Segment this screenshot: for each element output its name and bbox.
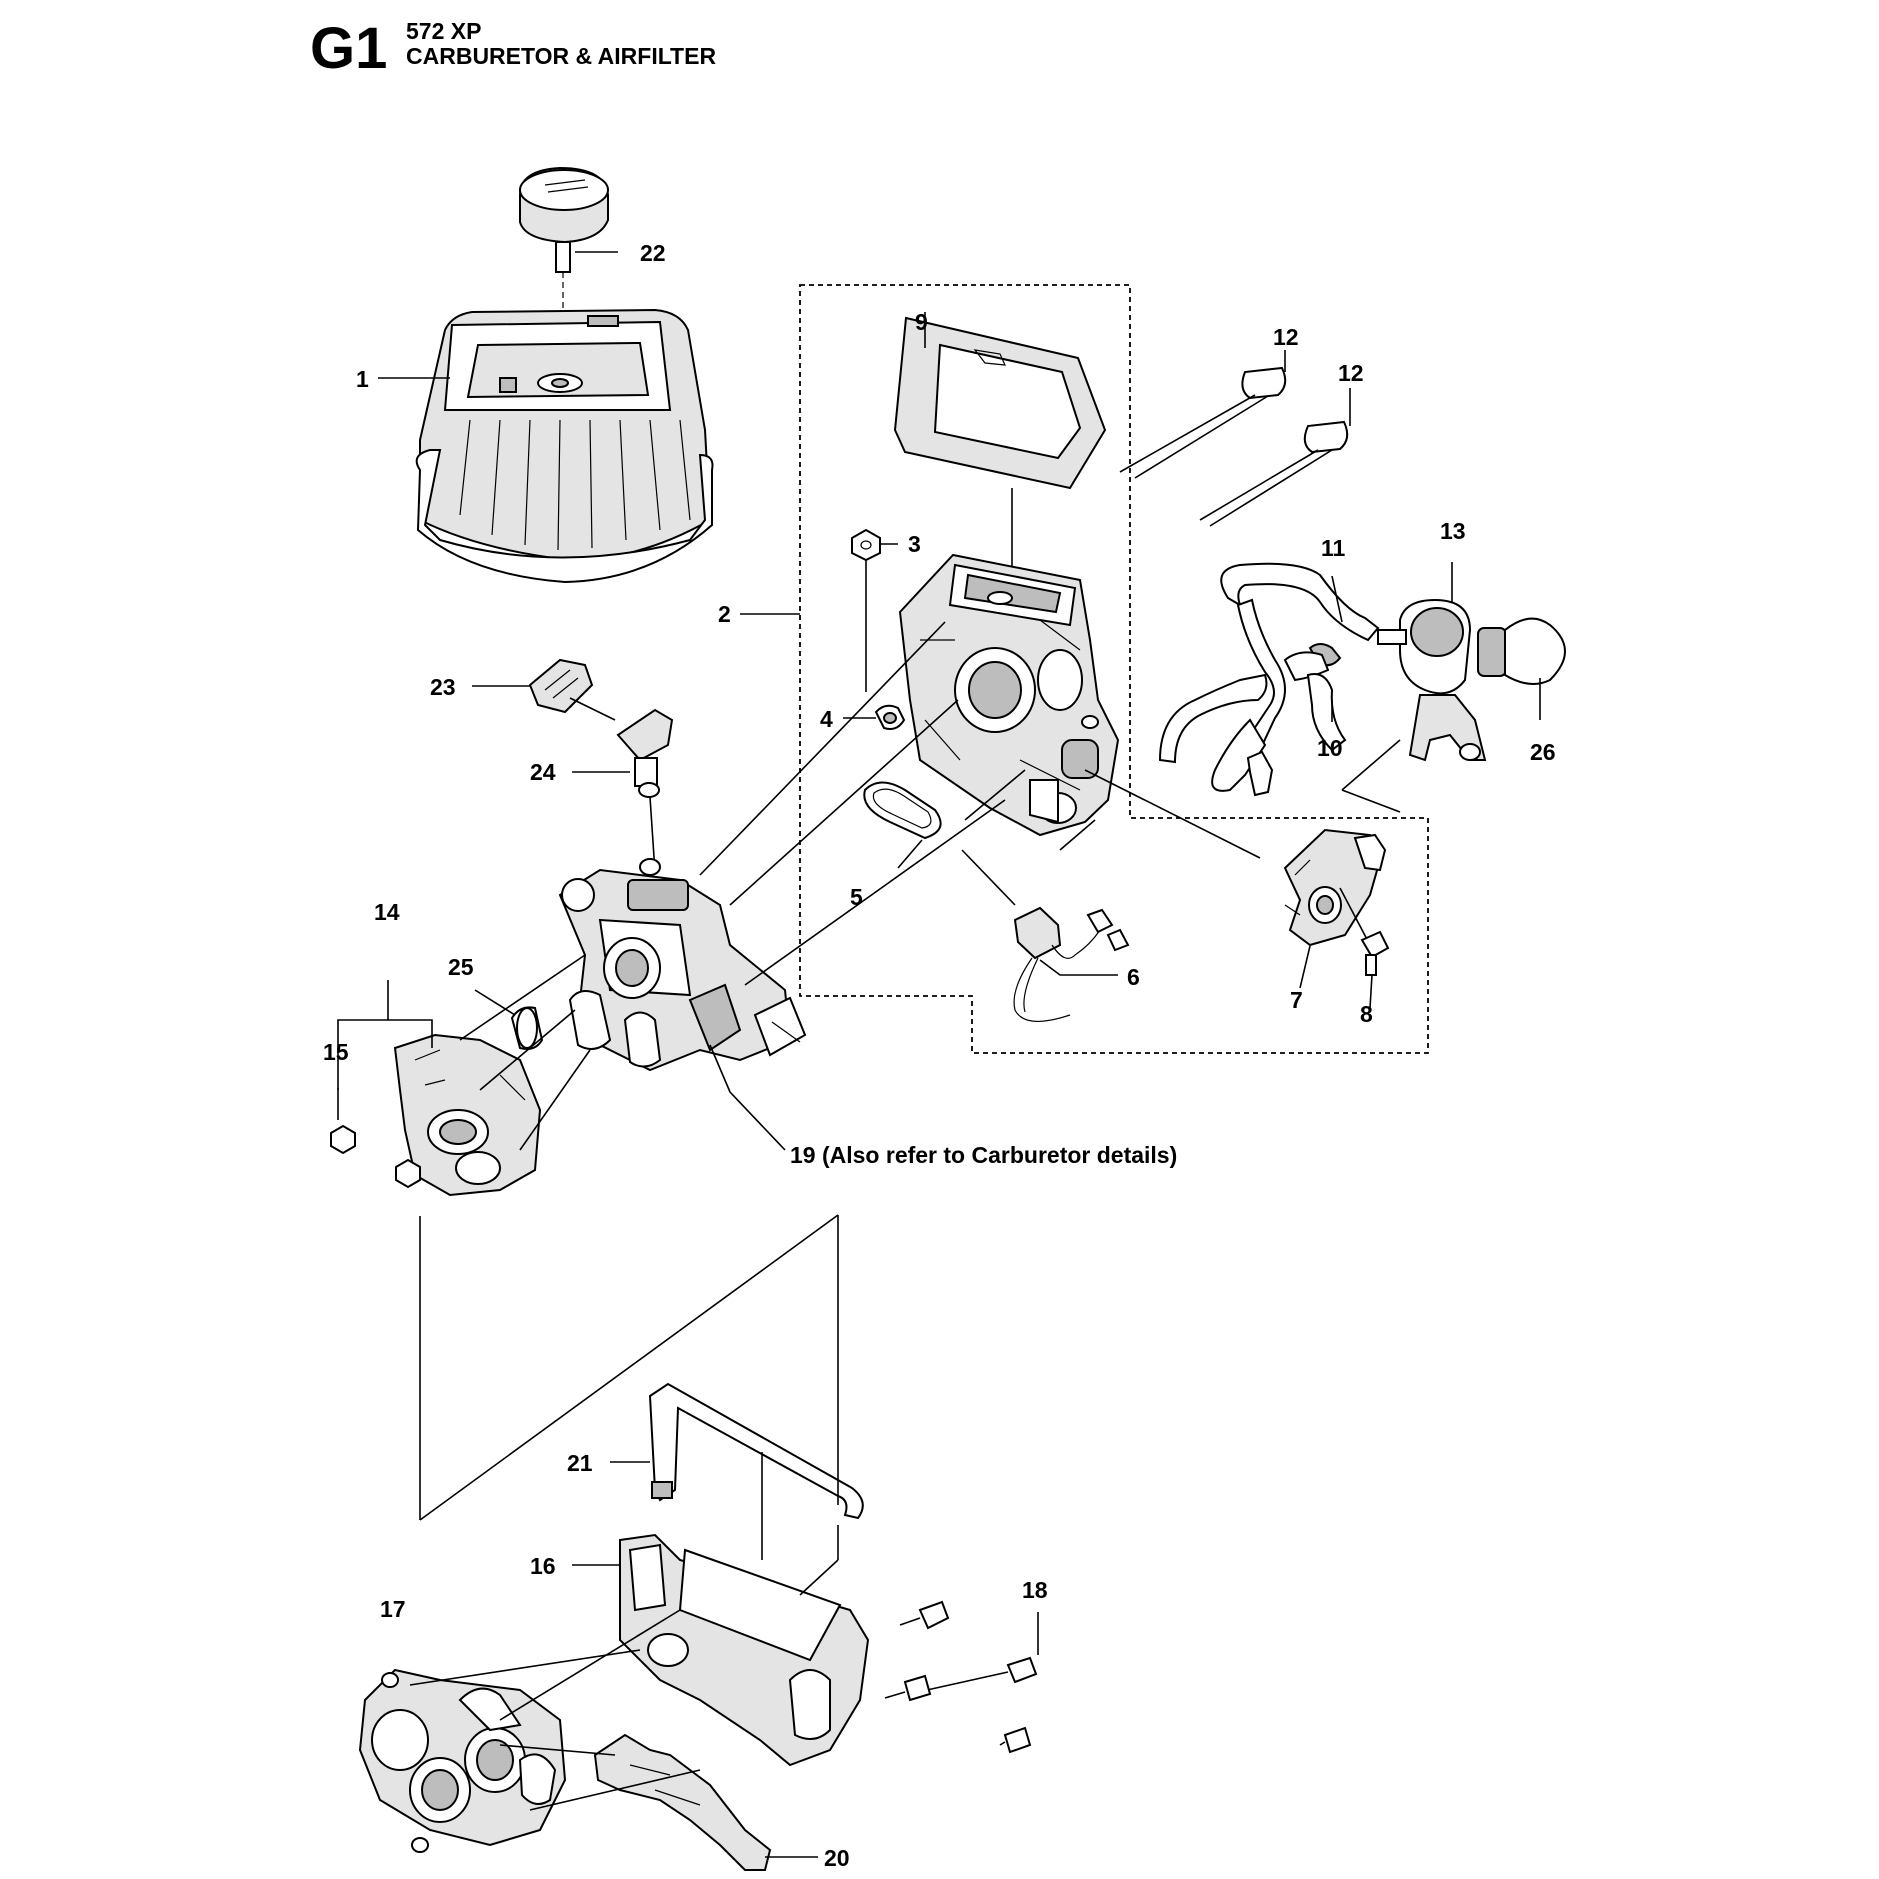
callout-7: 7 bbox=[1290, 987, 1303, 1013]
callout-25: 25 bbox=[448, 954, 474, 980]
part-15-nut bbox=[330, 1088, 421, 1189]
part-10-11-hoses bbox=[1158, 562, 1380, 797]
part-26-primer-bulb bbox=[1477, 617, 1566, 685]
part-24-sensor bbox=[616, 708, 674, 873]
callout-24: 24 bbox=[530, 759, 556, 785]
callout-17: 17 bbox=[380, 1596, 406, 1622]
part-22-filter-knob bbox=[519, 166, 609, 400]
part-25-ring bbox=[510, 1006, 544, 1050]
callout-13: 13 bbox=[1440, 518, 1466, 544]
section-title: CARBURETOR & AIRFILTER bbox=[406, 43, 717, 69]
part-14-adapter bbox=[393, 1033, 542, 1197]
part-18-screws bbox=[884, 1600, 1038, 1754]
assembly-boundary bbox=[799, 284, 1429, 1054]
part-5-o-ring bbox=[863, 781, 942, 840]
callout-22: 22 bbox=[640, 240, 666, 266]
callout-2: 2 bbox=[718, 601, 731, 627]
part-1-air-filter bbox=[415, 308, 714, 584]
part-9-gasket bbox=[893, 316, 1107, 590]
callout-3: 3 bbox=[908, 531, 921, 557]
section-code: G1 bbox=[310, 16, 388, 81]
model-number: 572 XP bbox=[406, 18, 482, 44]
callout-26: 26 bbox=[1530, 739, 1556, 765]
part-17-intake-flange bbox=[358, 1668, 567, 1853]
callout-23: 23 bbox=[430, 674, 456, 700]
callout-5: 5 bbox=[850, 884, 863, 910]
callout-1: 1 bbox=[356, 366, 369, 392]
callout-16: 16 bbox=[530, 1553, 556, 1579]
part-2-housing bbox=[898, 553, 1120, 837]
part-21-seal bbox=[648, 1382, 864, 1520]
part-19-carburetor bbox=[558, 858, 807, 1072]
callout-11: 11 bbox=[1321, 535, 1346, 561]
callout-12a: 12 bbox=[1273, 324, 1299, 350]
part-3-nut bbox=[851, 528, 881, 692]
callout-18: 18 bbox=[1022, 1577, 1048, 1603]
callout-15: 15 bbox=[323, 1039, 349, 1065]
part-23-clip bbox=[528, 658, 616, 721]
callout-6: 6 bbox=[1127, 964, 1140, 990]
callout-labels: 22 1 9 12 12 3 2 11 13 10 26 23 24 4 5 6… bbox=[323, 240, 1556, 1871]
callout-8: 8 bbox=[1360, 1001, 1373, 1027]
callout-21: 21 bbox=[567, 1450, 593, 1476]
part-8-screw bbox=[1339, 887, 1390, 976]
part-7-choke-plate bbox=[1283, 828, 1387, 947]
callout-14: 14 bbox=[374, 899, 400, 925]
callout-12b: 12 bbox=[1338, 360, 1364, 386]
part-20-shield bbox=[593, 1733, 772, 1871]
callout-4: 4 bbox=[820, 706, 833, 732]
part-13-primer bbox=[1377, 598, 1487, 762]
part-4-small-gasket bbox=[874, 704, 906, 730]
callout-19: 19 (Also refer to Carburetor details) bbox=[790, 1142, 1177, 1168]
callout-20: 20 bbox=[824, 1845, 850, 1871]
callout-9: 9 bbox=[915, 309, 928, 335]
leader-lines bbox=[337, 251, 1541, 1858]
part-12-bolts bbox=[1119, 366, 1349, 527]
part-6-wire-harness bbox=[1013, 906, 1130, 1023]
part-16-intake-cover bbox=[619, 1533, 870, 1767]
callout-10: 10 bbox=[1317, 735, 1343, 761]
